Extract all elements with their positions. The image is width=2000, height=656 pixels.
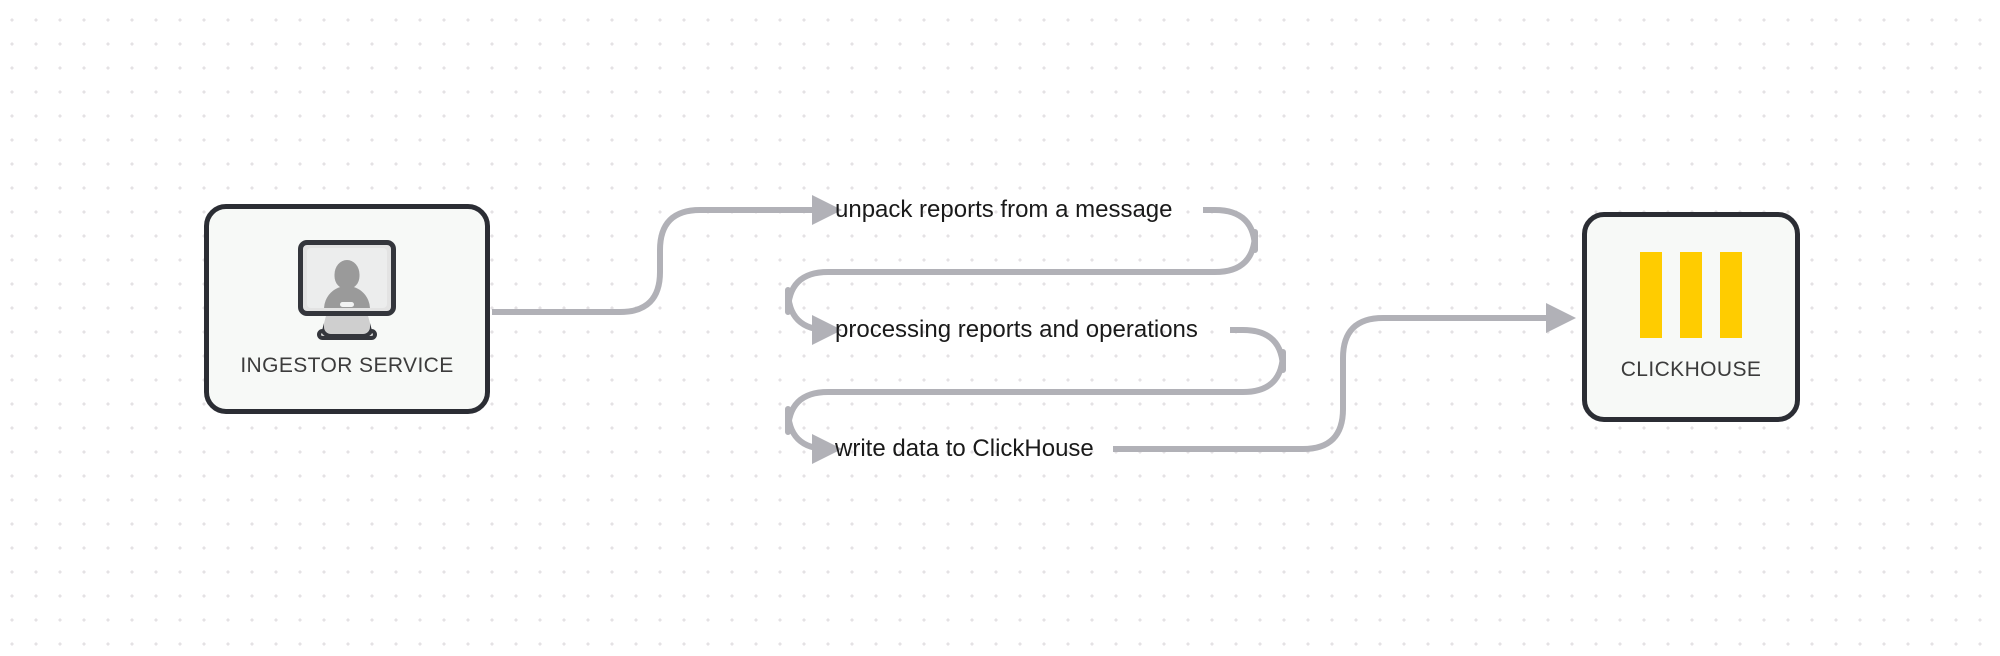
node-ingestor-service[interactable]: INGESTOR SERVICE <box>204 204 490 414</box>
edge-path-ingestor-to-unpack <box>492 207 812 315</box>
edge-path-unpack-to-processing <box>785 207 1258 333</box>
clickhouse-bar-1-icon <box>1640 252 1662 338</box>
node-ingestor-service-label: INGESTOR SERVICE <box>240 354 454 377</box>
person-body-icon <box>324 286 370 308</box>
clickhouse-bar-2-icon <box>1680 252 1702 338</box>
monitor-user-icon <box>288 240 406 340</box>
node-clickhouse-label: CLICKHOUSE <box>1620 358 1762 381</box>
arrow-head-clickhouse <box>1546 303 1576 333</box>
monitor-display-icon <box>307 248 387 308</box>
edge-label-write: write data to ClickHouse <box>835 435 1094 462</box>
node-clickhouse[interactable]: CLICKHOUSE <box>1582 212 1800 422</box>
person-head-icon <box>334 260 360 289</box>
monitor-screen-icon <box>298 240 396 316</box>
monitor-indicator-icon <box>340 302 354 307</box>
edge-path-processing-to-write <box>785 327 1286 452</box>
edge-label-unpack: unpack reports from a message <box>835 196 1173 223</box>
edge-label-processing: processing reports and operations <box>835 316 1198 343</box>
clickhouse-bars-icon <box>1640 252 1742 338</box>
clickhouse-bar-3-icon <box>1720 252 1742 338</box>
